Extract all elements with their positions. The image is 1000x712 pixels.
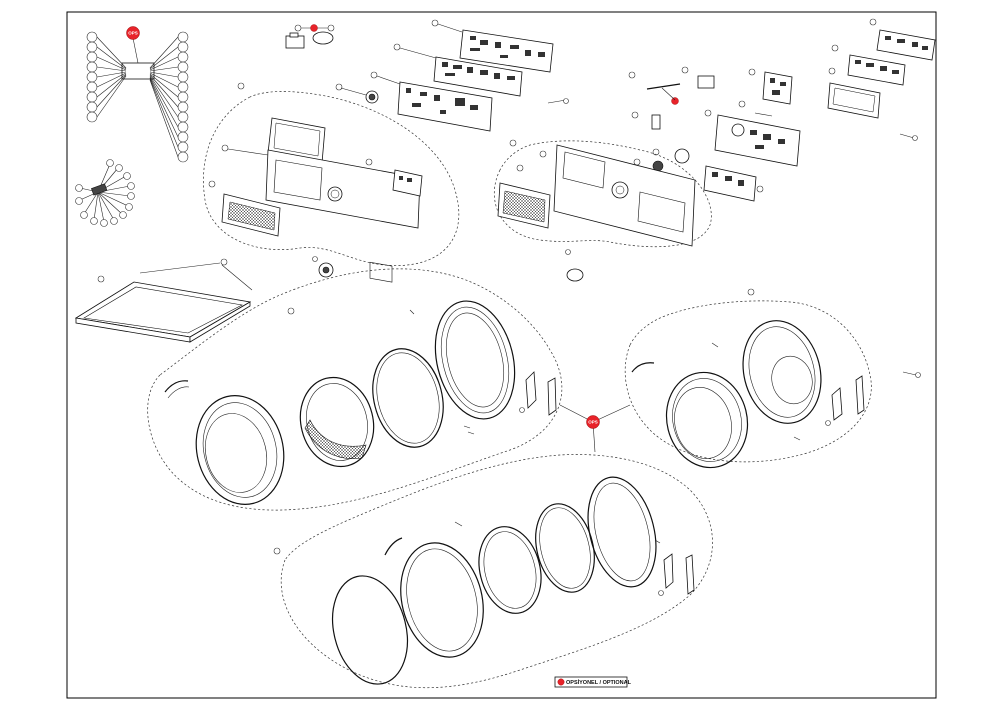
control-panel-left-group: [203, 82, 460, 283]
ops-marker-harness: OPS: [126, 26, 140, 40]
optional-marker-icon: [557, 678, 565, 686]
pcb-boards: [370, 19, 569, 132]
ops-label-central: OPS: [588, 420, 598, 425]
central-ops-marker: OPS: [559, 404, 631, 453]
wire-bundle-group: [75, 159, 135, 227]
door-assembly-c: [273, 454, 713, 689]
harness-connector: [121, 62, 155, 80]
top-small-parts: [285, 24, 379, 104]
optional-legend: OPSİYONEL / OPTIONAL: [554, 676, 632, 688]
door-assembly-a: [147, 268, 563, 511]
cable-harness-group: OPS: [86, 26, 189, 163]
right-pcb-boards: [628, 18, 936, 202]
ops-label: OPS: [128, 31, 138, 36]
top-lid: [74, 258, 253, 343]
control-panel-right-group: [493, 139, 712, 282]
legend-text: OPSİYONEL / OPTIONAL: [566, 679, 632, 686]
sheet-frame: [66, 11, 937, 699]
door-assembly-b: [624, 288, 921, 469]
